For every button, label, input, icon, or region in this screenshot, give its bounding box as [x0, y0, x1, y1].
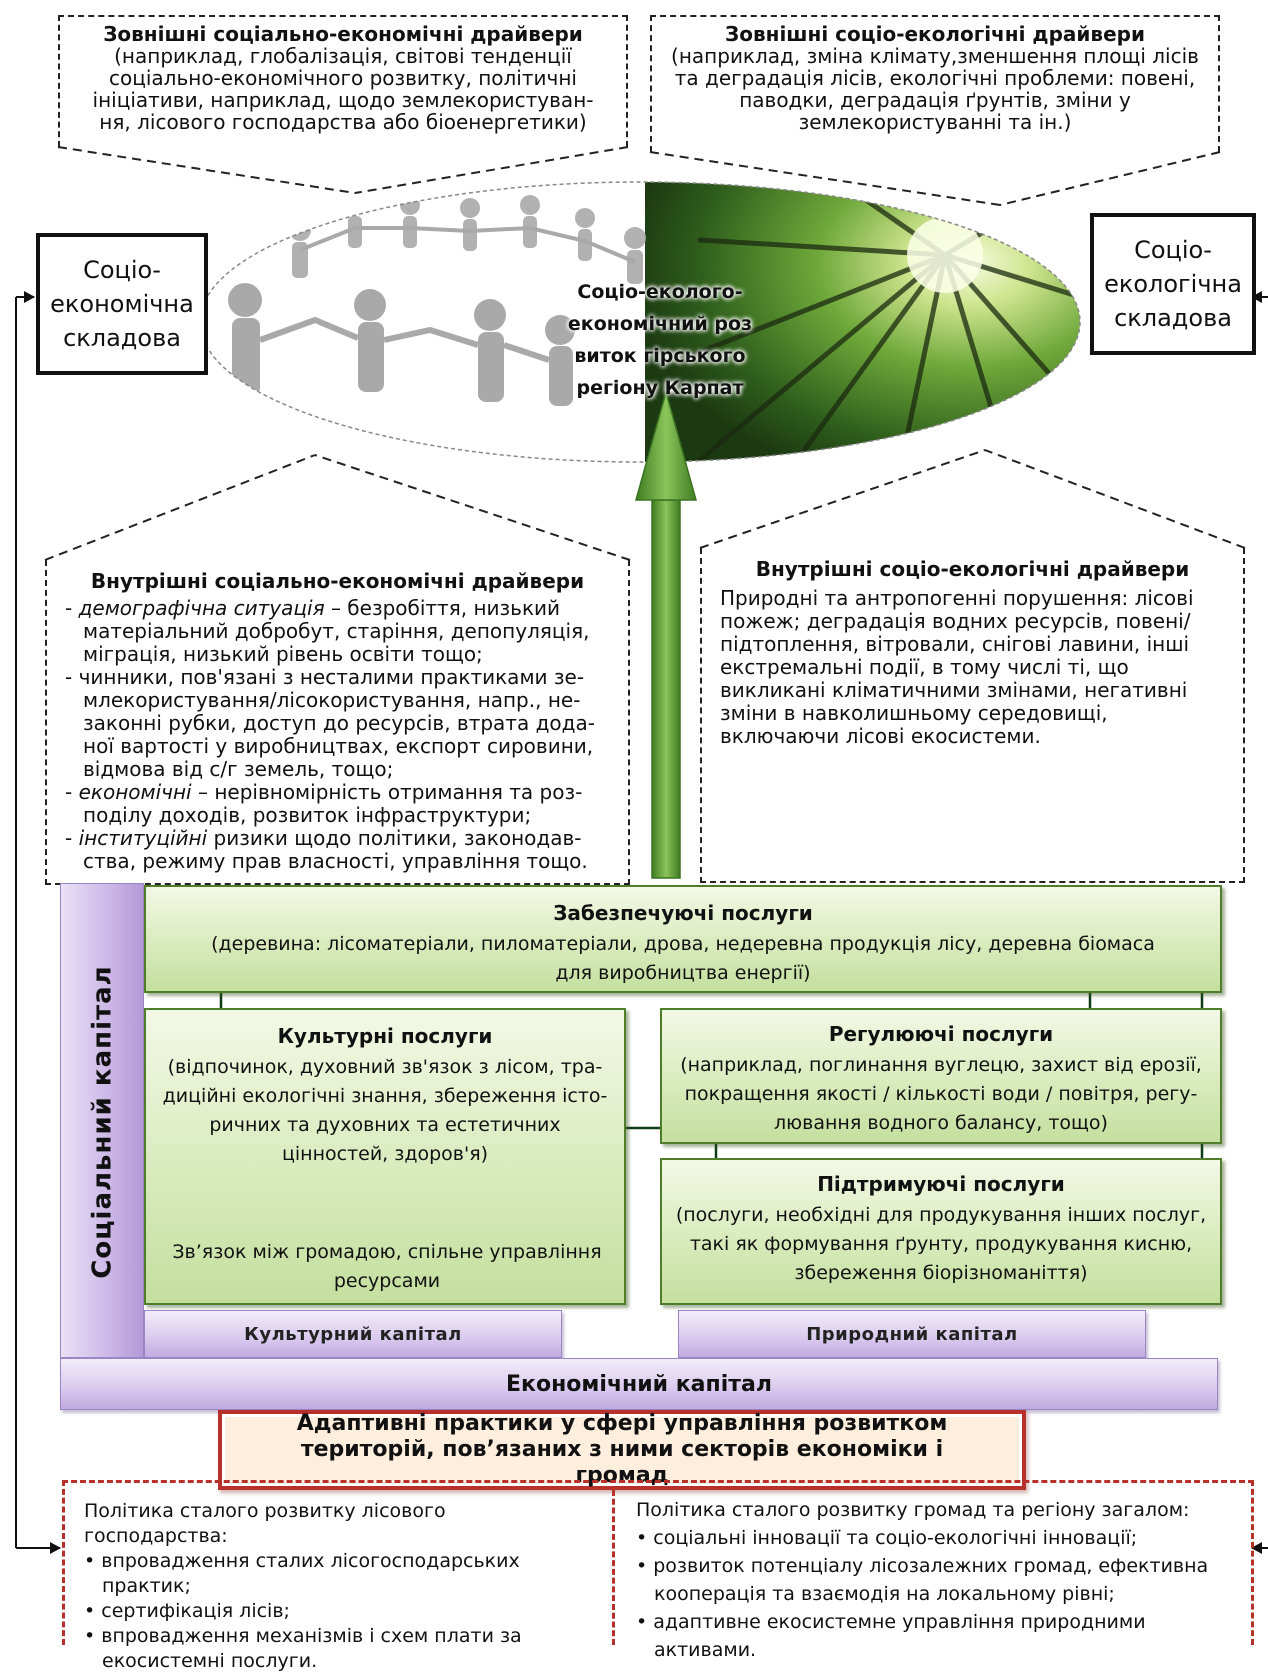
- external-socio-ecological-drivers: Зовнішні соціо-екологічні драйвери (напр…: [650, 15, 1220, 152]
- policy-divider: [612, 1490, 615, 1645]
- adaptive-practices-label: Адаптивні практики у сфері управління ро…: [296, 1411, 948, 1488]
- supporting-text: (послуги, необхідні для продукування інш…: [675, 1204, 1207, 1284]
- list-item: - економічні – нерівномірність отримання…: [65, 780, 583, 827]
- community-policy: Політика сталого розвитку громад та регі…: [618, 1490, 1248, 1670]
- cultural-title: Культурні послуги: [277, 1024, 493, 1048]
- socio-economic-component-label: Соціо-економічна складова: [50, 256, 194, 352]
- community-policy-title: Політика сталого розвитку громад та регі…: [636, 1499, 1190, 1521]
- cultural-result: Зв’язок між громадою, спільне управління…: [172, 1241, 602, 1292]
- regulating-services: Регулюючі послуги (наприклад, поглинання…: [660, 1008, 1222, 1144]
- forest-policy-list: • впровадження сталих лісогосподарських …: [84, 1549, 593, 1674]
- list-item: - інституційні ризики щодо політики, зак…: [65, 826, 588, 873]
- internal-socio-ecological-title: Внутрішні соціо-екологічні драйвери: [755, 557, 1190, 581]
- list-item: • адаптивне екосистемне управління приро…: [636, 1611, 1146, 1661]
- list-item: - чинники, пов'язані з несталими практик…: [65, 665, 595, 781]
- natural-capital-label: Природний капітал: [806, 1323, 1018, 1345]
- list-item: • сертифікація лісів;: [84, 1600, 290, 1622]
- supporting-services: Підтримуючі послуги (послуги, необхідні …: [660, 1158, 1222, 1305]
- forest-policy-title: Політика сталого розвитку лісового госпо…: [84, 1500, 446, 1547]
- development-arrow: [635, 389, 697, 879]
- community-policy-list: • соціальні інновації та соціо-екологічн…: [636, 1524, 1230, 1664]
- provisioning-title: Забезпечуючі послуги: [553, 901, 813, 925]
- list-item: • впровадження механізмів і схем плати з…: [84, 1625, 522, 1672]
- external-socio-economic-drivers: Зовнішні соціально-економічні драйвери (…: [58, 15, 628, 147]
- socio-ecological-component: Соціо-екологічна складова: [1090, 213, 1256, 355]
- adaptive-practices-box: Адаптивні практики у сфері управління ро…: [218, 1410, 1026, 1490]
- provisioning-text: (деревина: лісоматеріали, пиломатеріали,…: [211, 933, 1155, 984]
- diagram-graphics: [15, 146, 1268, 1554]
- internal-socio-ecological-drivers: Внутрішні соціо-екологічні драйвери Прир…: [700, 548, 1245, 883]
- external-socio-ecological-text: (наприклад, зміна клімату,зменшення площ…: [671, 44, 1199, 134]
- internal-socio-economic-title: Внутрішні соціально-економічні драйвери: [90, 569, 585, 593]
- regulating-text: (наприклад, поглинання вуглецю, захист в…: [680, 1054, 1202, 1134]
- cultural-services: Культурні послуги (відпочинок, духовний …: [144, 1008, 626, 1305]
- internal-socio-economic-list: - демографічна ситуація – безробіття, ни…: [65, 597, 610, 873]
- feedback-loop-right: [1251, 291, 1268, 1554]
- list-item: • соціальні інновації та соціо-екологічн…: [636, 1527, 1138, 1549]
- policy-frame: [62, 1480, 1254, 1645]
- cultural-text: (відпочинок, духовний зв'язок з лісом, т…: [162, 1056, 608, 1165]
- external-socio-economic-text: (наприклад, глобалізація, світові тенден…: [92, 44, 594, 134]
- economic-capital-bar: Економічний капітал: [60, 1358, 1218, 1410]
- natural-capital-bar: Природний капітал: [678, 1310, 1146, 1358]
- dashed-connectors: [44, 146, 1246, 561]
- forest-policy: Політика сталого розвитку лісового госпо…: [66, 1493, 611, 1680]
- internal-socio-economic-drivers: Внутрішні соціально-економічні драйвери …: [45, 560, 630, 885]
- provisioning-services: Забезпечуючі послуги (деревина: лісомате…: [144, 885, 1222, 993]
- social-capital-label: Соціальний капітал: [88, 964, 118, 1279]
- economic-capital-label: Економічний капітал: [506, 1371, 772, 1397]
- regulating-title: Регулюючі послуги: [828, 1022, 1054, 1046]
- socio-economic-component: Соціо-економічна складова: [36, 233, 208, 375]
- cultural-capital-label: Культурний капітал: [244, 1323, 462, 1345]
- feedback-loop-left: [15, 291, 61, 1554]
- external-socio-economic-title: Зовнішні соціально-економічні драйвери: [103, 22, 583, 46]
- external-socio-ecological-title: Зовнішні соціо-екологічні драйвери: [725, 22, 1145, 46]
- socio-ecological-component-label: Соціо-екологічна складова: [1104, 236, 1242, 332]
- social-capital-bar: Соціальний капітал: [60, 883, 144, 1358]
- list-item: • розвиток потенціалу лісозалежних грома…: [636, 1555, 1209, 1605]
- development-center-label: Соціо-еколого-економічний роз виток гірс…: [567, 281, 753, 399]
- supporting-title: Підтримуючі послуги: [817, 1172, 1065, 1196]
- cultural-capital-bar: Культурний капітал: [144, 1310, 562, 1358]
- internal-socio-ecological-text: Природні та антропогенні порушення: лісо…: [720, 586, 1194, 748]
- list-item: • впровадження сталих лісогосподарських …: [84, 1550, 520, 1597]
- list-item: - демографічна ситуація – безробіття, ни…: [65, 596, 590, 666]
